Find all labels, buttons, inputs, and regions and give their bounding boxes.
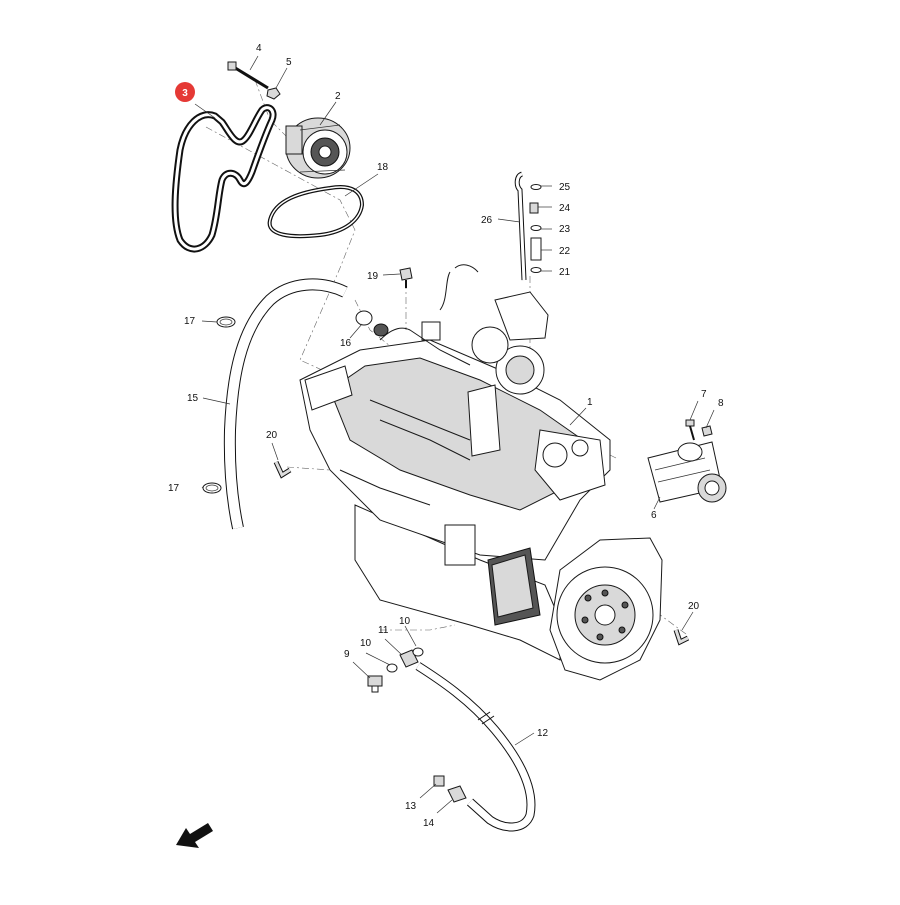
callout-17-upper[interactable]: 17 (184, 316, 196, 327)
dipstick-tube-part-26[interactable] (514, 171, 527, 281)
washer-part-10-right[interactable] (412, 647, 424, 657)
alternator-part-2[interactable] (285, 117, 351, 179)
washer-part-10-left[interactable] (386, 663, 398, 673)
nut-part-8[interactable] (701, 425, 713, 437)
callout-5[interactable]: 5 (286, 57, 292, 68)
callout-22[interactable]: 22 (559, 246, 571, 257)
callout-23[interactable]: 23 (559, 224, 571, 235)
drain-hose-part-12[interactable] (415, 662, 536, 832)
engine-part-1[interactable] (299, 264, 611, 661)
callout-25[interactable]: 25 (559, 182, 571, 193)
callout-19[interactable]: 19 (367, 271, 379, 282)
hose-clamp-part-17-upper[interactable] (216, 316, 236, 328)
callout-20-right[interactable]: 20 (688, 601, 700, 612)
bolt-part-7[interactable] (685, 419, 695, 441)
cap-part-13[interactable] (433, 775, 445, 787)
front-direction-arrow-icon (176, 823, 213, 848)
plug-part-9[interactable] (367, 675, 383, 693)
bolt-part-4[interactable] (227, 61, 269, 90)
sensor-part-19[interactable] (399, 267, 413, 288)
callout-3-highlight[interactable] (175, 82, 195, 102)
flywheel-housing (549, 537, 663, 681)
callout-labels: 1 2 3 4 5 6 7 8 9 10 11 10 12 13 14 15 1… (168, 43, 724, 829)
callout-12[interactable]: 12 (537, 728, 549, 739)
callout-9[interactable]: 9 (344, 649, 350, 660)
callout-26[interactable]: 26 (481, 215, 493, 226)
callout-3[interactable]: 3 (182, 88, 188, 99)
drive-belt-part-3[interactable] (171, 104, 277, 253)
callout-21[interactable]: 21 (559, 267, 571, 278)
callout-7[interactable]: 7 (701, 389, 707, 400)
hose-clamp-part-16[interactable] (355, 310, 389, 337)
leader-lines (194, 55, 715, 814)
callout-1[interactable]: 1 (587, 397, 593, 408)
valve-part-14[interactable] (447, 785, 467, 803)
callout-2[interactable]: 2 (335, 91, 341, 102)
fitting-part-24[interactable] (529, 202, 539, 214)
callout-20-left[interactable]: 20 (266, 430, 278, 441)
callout-24[interactable]: 24 (559, 203, 571, 214)
o-ring-part-25[interactable] (530, 184, 542, 190)
callout-10-right[interactable]: 10 (399, 616, 411, 627)
callout-6[interactable]: 6 (651, 510, 657, 521)
hose-clamp-part-17-lower[interactable] (202, 482, 222, 494)
starter-motor-part-6[interactable] (647, 441, 727, 503)
callout-14[interactable]: 14 (423, 818, 435, 829)
callout-10-left[interactable]: 10 (360, 638, 372, 649)
coolant-hose-part-15[interactable] (223, 278, 348, 530)
nut-part-5[interactable] (266, 87, 281, 100)
callout-13[interactable]: 13 (405, 801, 417, 812)
callout-15[interactable]: 15 (187, 393, 199, 404)
callout-16[interactable]: 16 (340, 338, 352, 349)
callout-11[interactable]: 11 (378, 625, 389, 636)
callout-8[interactable]: 8 (718, 398, 724, 409)
o-ring-part-21[interactable] (530, 267, 542, 273)
elbow-fitting-part-20-left[interactable] (273, 460, 292, 479)
callout-17-lower[interactable]: 17 (168, 483, 180, 494)
belt-part-18[interactable] (267, 185, 365, 239)
callout-18[interactable]: 18 (377, 162, 389, 173)
sleeve-part-22[interactable] (530, 237, 542, 261)
elbow-fitting-part-20-right[interactable] (673, 629, 690, 646)
o-ring-part-23[interactable] (530, 225, 542, 231)
callout-4[interactable]: 4 (256, 43, 262, 54)
